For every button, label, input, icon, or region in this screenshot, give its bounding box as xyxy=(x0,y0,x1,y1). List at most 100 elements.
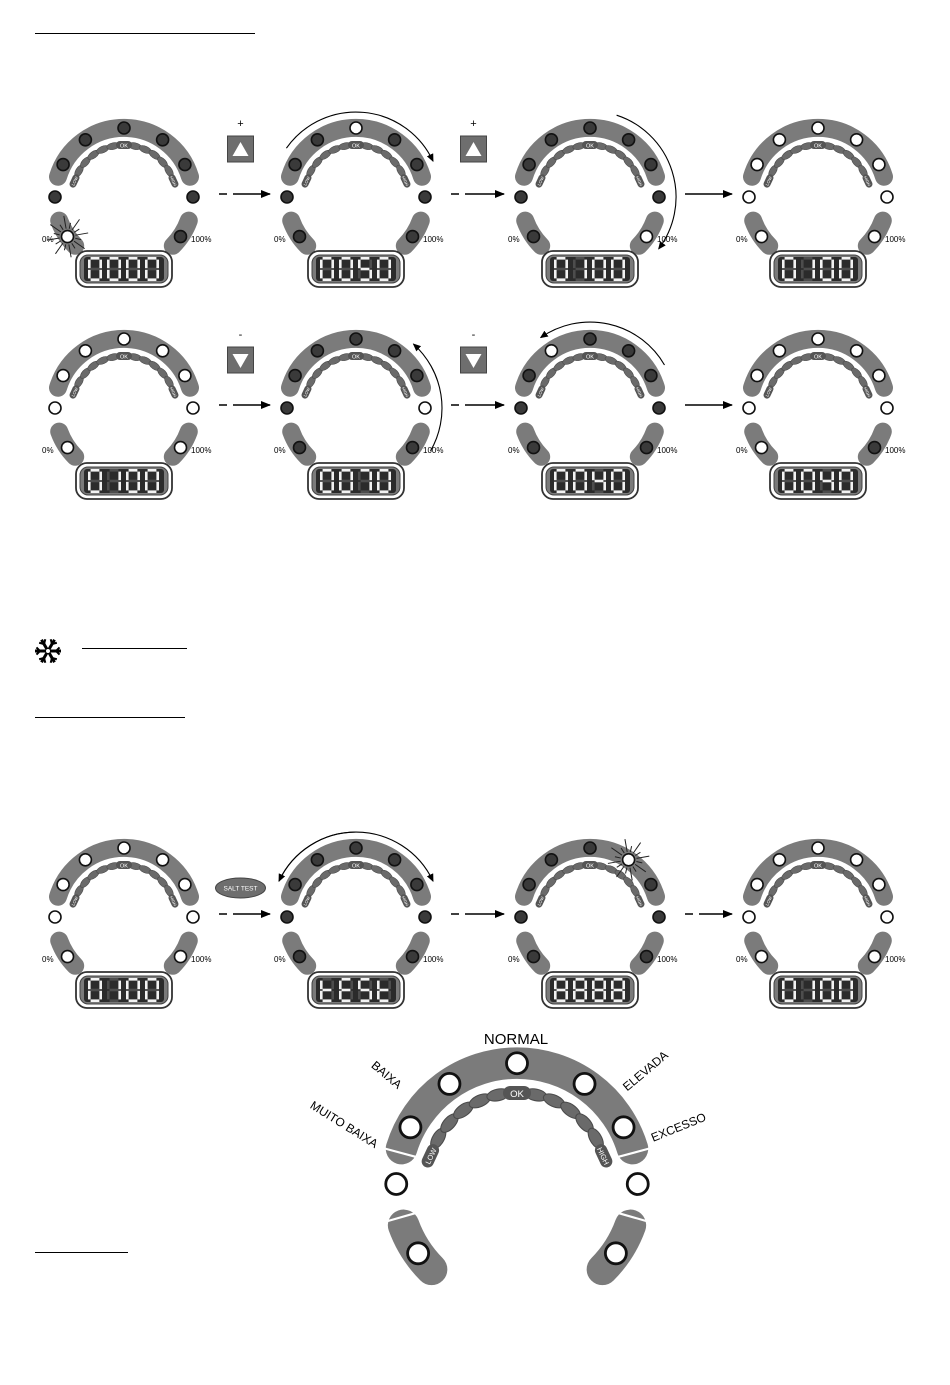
led-off xyxy=(349,841,363,855)
led-off xyxy=(310,132,325,147)
led-on xyxy=(437,1071,462,1096)
led-on xyxy=(60,229,75,244)
ok-text: OK xyxy=(586,863,594,869)
led-on xyxy=(60,949,75,964)
led-on xyxy=(572,1071,597,1096)
led-on xyxy=(880,401,894,415)
digital-display: 0050 xyxy=(307,250,405,288)
led-off xyxy=(544,132,559,147)
led-off xyxy=(652,401,666,415)
led-off xyxy=(522,368,536,383)
min-label: 0% xyxy=(508,235,520,244)
high-text: HIGH xyxy=(401,386,410,398)
led-off xyxy=(522,157,536,172)
led-on xyxy=(867,949,882,964)
led-on xyxy=(754,949,769,964)
led-on xyxy=(772,343,787,358)
led-on xyxy=(418,401,432,415)
high-text: HIGH xyxy=(169,386,178,398)
digital-display: 0100 xyxy=(75,462,173,500)
led-on xyxy=(603,1241,628,1266)
led-off xyxy=(292,440,307,455)
max-label: 100% xyxy=(191,955,211,964)
led-on xyxy=(880,910,894,924)
minus-symbol: - xyxy=(239,329,243,341)
digital-display: 0040 xyxy=(769,462,867,500)
led-off xyxy=(173,229,188,244)
led-off xyxy=(621,343,636,358)
low-label: LOW xyxy=(69,174,80,188)
band-divider xyxy=(385,1211,417,1223)
led-off xyxy=(387,343,402,358)
max-label: 100% xyxy=(657,955,677,964)
digital-display: 0000 xyxy=(75,250,173,288)
led-off xyxy=(405,229,420,244)
led-off xyxy=(526,229,541,244)
low-text: LOW xyxy=(302,896,311,907)
low-text: LOW xyxy=(764,387,773,398)
band-divider xyxy=(618,1147,650,1158)
ok-text: OK xyxy=(586,143,594,149)
led-on xyxy=(186,401,200,415)
low-text: LOW xyxy=(536,176,545,187)
led-off xyxy=(418,190,432,204)
led-on xyxy=(772,132,787,147)
led-off xyxy=(292,229,307,244)
max-label: 100% xyxy=(657,446,677,455)
low-label: LOW xyxy=(421,1144,440,1168)
led-on xyxy=(60,440,75,455)
high-label: HIGH xyxy=(634,174,645,188)
low-label: LOW xyxy=(301,894,312,908)
ok-text: OK xyxy=(586,354,594,360)
ok-label: OK xyxy=(582,141,598,149)
low-text: LOW xyxy=(302,176,311,187)
up-triangle-icon xyxy=(465,142,482,156)
led-off xyxy=(387,132,402,147)
transition-arrow-salt-test-1: SALT TEST xyxy=(215,877,271,918)
digital-display: 8888 xyxy=(541,971,639,1009)
low-label: LOW xyxy=(301,385,312,399)
led-on xyxy=(173,440,188,455)
flash-icon xyxy=(46,215,89,258)
led-off xyxy=(514,401,528,415)
digital-display: 0100 xyxy=(769,250,867,288)
high-text: HIGH xyxy=(635,895,644,907)
max-label: 100% xyxy=(885,955,905,964)
led-on xyxy=(750,877,764,892)
low-text: LOW xyxy=(70,387,79,398)
led-off xyxy=(310,343,325,358)
ok-label: OK xyxy=(582,861,598,869)
led-off xyxy=(526,440,541,455)
low-label: LOW xyxy=(763,174,774,188)
led-off xyxy=(48,190,62,204)
high-label: HIGH xyxy=(634,385,645,399)
legend-label-normal: NORMAL xyxy=(484,1031,548,1048)
legend-label-baixa: BAIXA xyxy=(369,1058,405,1091)
led-on xyxy=(849,852,864,867)
up-triangle-icon xyxy=(232,142,249,156)
ok-text: OK xyxy=(120,863,128,869)
digital-display: 0100 xyxy=(769,971,867,1009)
led-off xyxy=(418,910,432,924)
led-off xyxy=(583,841,597,855)
led-off xyxy=(178,157,192,172)
ok-text: OK xyxy=(814,354,822,360)
led-on xyxy=(811,121,825,135)
low-text: LOW xyxy=(764,176,773,187)
ok-text: OK xyxy=(120,354,128,360)
legend-label-muito-baixa: MUITO BAIXA xyxy=(308,1098,381,1151)
min-label: 0% xyxy=(736,446,748,455)
heading-rule-4 xyxy=(35,1252,128,1253)
led-on xyxy=(625,1172,650,1196)
sweep-arrow xyxy=(616,114,677,250)
led-on xyxy=(155,343,170,358)
transition-arrow-increase-2: + xyxy=(451,118,505,198)
high-label: HIGH xyxy=(862,174,873,188)
led-off xyxy=(155,132,170,147)
led-on xyxy=(742,190,756,204)
ok-text: OK xyxy=(120,143,128,149)
